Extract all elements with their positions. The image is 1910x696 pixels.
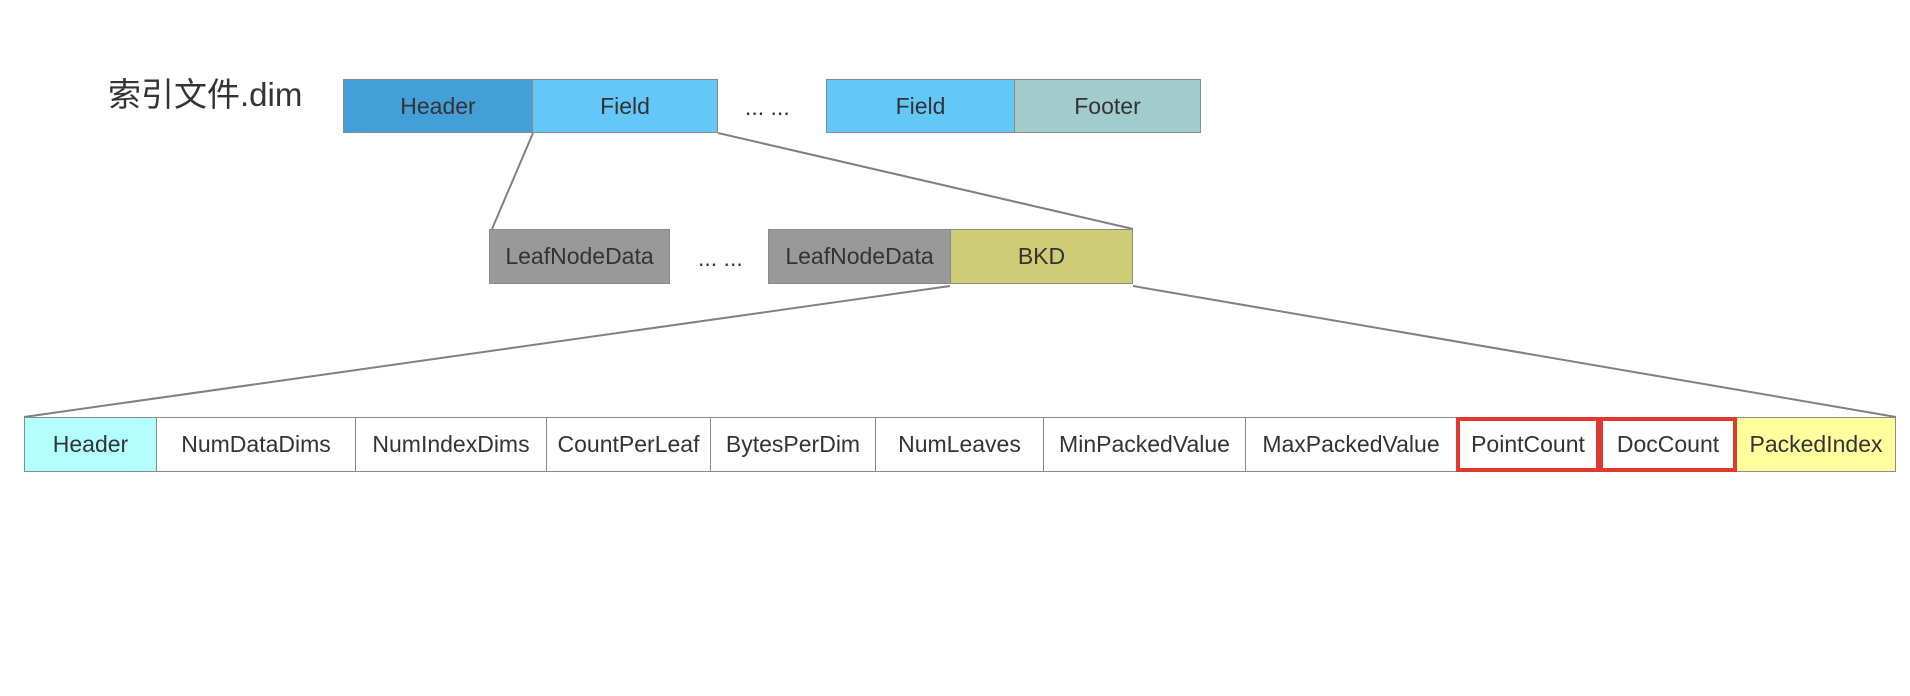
connector-field-left: [491, 132, 534, 230]
packed-index-cell: PackedIndex: [1736, 417, 1896, 472]
connector-field-right: [717, 132, 1134, 230]
top-footer-block: Footer: [1014, 79, 1201, 133]
bytes-per-dim-cell: BytesPerDim: [710, 417, 876, 472]
file-title: 索引文件.dim: [108, 76, 303, 113]
connector-bkd-left: [23, 285, 951, 418]
leaf-node-data-block-2: LeafNodeData: [768, 229, 951, 284]
middle-ellipsis: ... ...: [698, 245, 743, 271]
num-data-dims-cell: NumDataDims: [156, 417, 356, 472]
top-ellipsis: ... ...: [745, 94, 790, 120]
count-per-leaf-cell: CountPerLeaf: [546, 417, 711, 472]
top-field-block-2: Field: [826, 79, 1015, 133]
num-index-dims-cell: NumIndexDims: [355, 417, 547, 472]
min-packed-value-cell: MinPackedValue: [1043, 417, 1246, 472]
connector-bkd-right: [1132, 285, 1897, 418]
doc-count-cell: DocCount: [1599, 417, 1737, 472]
num-leaves-cell: NumLeaves: [875, 417, 1044, 472]
leaf-node-data-block: LeafNodeData: [489, 229, 670, 284]
max-packed-value-cell: MaxPackedValue: [1245, 417, 1457, 472]
bkd-block: BKD: [950, 229, 1133, 284]
top-header-block: Header: [343, 79, 533, 133]
point-count-cell: PointCount: [1456, 417, 1600, 472]
bkd-header-cell: Header: [24, 417, 157, 472]
top-field-block: Field: [532, 79, 718, 133]
